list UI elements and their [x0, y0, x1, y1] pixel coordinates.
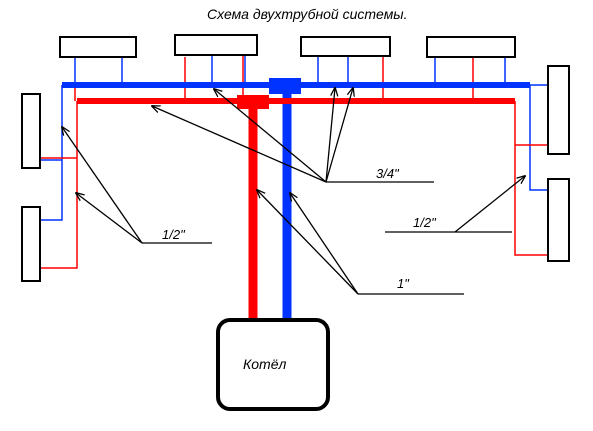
radiator-top-1	[59, 36, 137, 58]
leader-lines	[62, 88, 525, 295]
supply-main	[77, 98, 515, 322]
radiator-top-4	[426, 36, 516, 58]
radiators	[21, 34, 570, 282]
diagram-title: Схема двухтрубной системы.	[207, 6, 407, 22]
radiator-right-2	[547, 178, 570, 262]
label-size-3-4: 3/4"	[376, 166, 400, 181]
boiler-label: Котёл	[243, 356, 286, 372]
label-size-1-2-right: 1/2"	[413, 215, 437, 230]
return-branches	[40, 55, 548, 221]
label-size-1: 1"	[397, 276, 410, 291]
radiator-top-3	[300, 36, 391, 57]
radiator-left-1	[21, 93, 41, 169]
radiator-left-2	[21, 206, 41, 282]
radiator-right-1	[547, 65, 570, 155]
return-tee	[269, 78, 301, 94]
radiator-top-2	[174, 34, 258, 56]
supply-branches	[40, 55, 548, 269]
boiler-box	[216, 318, 330, 411]
return-main	[62, 82, 530, 322]
supply-tee	[237, 95, 269, 109]
label-size-1-2-left: 1/2"	[162, 227, 186, 242]
